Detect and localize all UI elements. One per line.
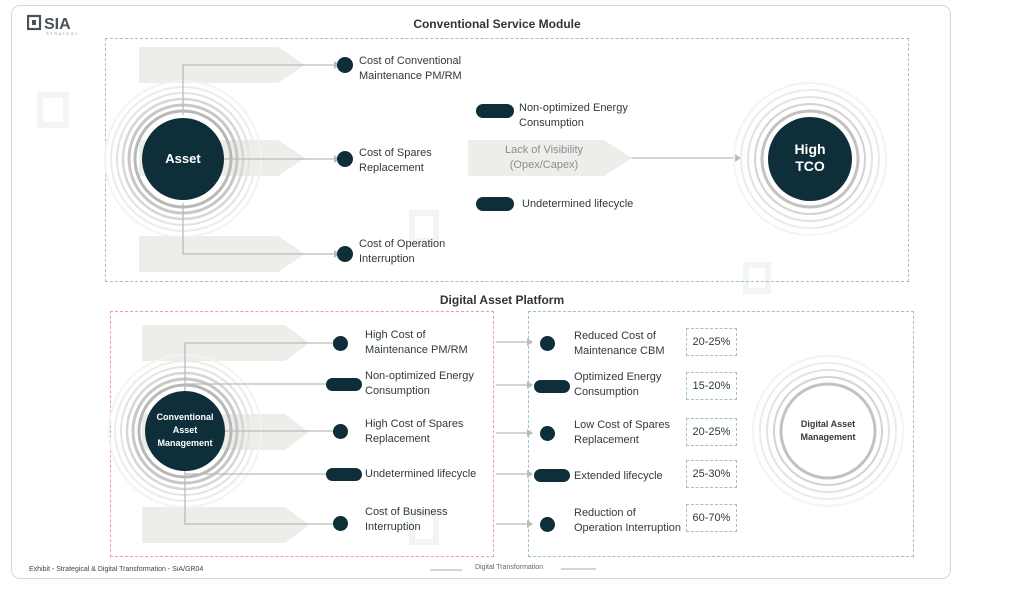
energy-pill xyxy=(476,104,514,118)
bottom-left-panel xyxy=(110,311,494,557)
percent-5: 60-70% xyxy=(686,504,737,532)
left-item-3-dot xyxy=(333,424,348,439)
right-item-5-dot xyxy=(540,517,555,532)
bottom-diagram-graphics xyxy=(108,325,904,571)
left-item-1-dot xyxy=(333,336,348,351)
right-item-2-label: Optimized Energy Consumption xyxy=(574,371,662,398)
lack-visibility-band xyxy=(468,140,632,176)
left-item-2-pill xyxy=(326,378,362,391)
top-item-3-dot xyxy=(337,246,353,262)
digital-transformation-label: Digital Transformation xyxy=(475,564,544,571)
exhibit-caption: Exhibit - Strategical & Digital Transfor… xyxy=(29,566,204,573)
right-item-1-dot xyxy=(540,336,555,351)
right-item-2-pill xyxy=(534,380,570,393)
left-item-2-label: Non-optimized Energy Consumption xyxy=(365,370,474,397)
asset-circle xyxy=(142,118,224,200)
cam-circle xyxy=(145,391,225,471)
right-item-4-label: Extended lifecycle xyxy=(574,470,663,482)
logo-brand: SIA xyxy=(44,16,71,33)
top-item-3-label: Cost of Operation Interruption xyxy=(359,238,446,265)
top-item-2-dot xyxy=(337,151,353,167)
left-item-4-label: Undetermined lifecycle xyxy=(365,468,477,480)
percent-2: 15-20% xyxy=(686,372,737,400)
left-item-3-label: High Cost of Spares Replacement xyxy=(365,418,464,445)
top-item-1-label: Cost of Conventional Maintenance PM/RM xyxy=(359,55,462,82)
right-item-3-dot xyxy=(540,426,555,441)
tco-rings xyxy=(733,82,887,236)
left-item-5-label: Cost of Business Interruption xyxy=(365,506,448,533)
top-diagram-graphics xyxy=(104,47,887,272)
percent-3: 20-25% xyxy=(686,418,737,446)
dam-circle xyxy=(784,387,872,475)
left-item-1-label: High Cost of Maintenance PM/RM xyxy=(365,329,468,356)
energy-label: Non-optimized Energy Consumption xyxy=(519,102,628,129)
bottom-band-3 xyxy=(142,507,309,543)
tco-circle xyxy=(768,117,852,201)
bottom-title: Digital Asset Platform xyxy=(439,293,565,307)
right-item-5-label: Reduction of Operation Interruption xyxy=(574,507,682,534)
top-item-1-dot xyxy=(337,57,353,73)
right-item-1-label: Reduced Cost of Maintenance CBM xyxy=(574,330,665,357)
lifecycle-label: Undetermined lifecycle xyxy=(522,198,634,210)
logo-sub: STRATEGY xyxy=(46,31,79,36)
percent-1: 20-25% xyxy=(686,328,737,356)
right-item-4-pill xyxy=(534,469,570,482)
top-item-2-label: Cost of Spares Replacement xyxy=(359,147,432,174)
sia-logo: SIA STRATEGY xyxy=(26,13,99,37)
left-item-5-dot xyxy=(333,516,348,531)
dam-label: Digital Asset Management xyxy=(800,419,856,442)
tco-label: High TCO xyxy=(794,141,826,174)
right-item-3-label: Low Cost of Spares Replacement xyxy=(574,419,670,446)
lack-visibility-label: Lack of Visibility (Opex/Capex) xyxy=(504,144,584,171)
cam-label: Conventional Asset Management xyxy=(156,412,214,448)
asset-label: Asset xyxy=(165,151,201,166)
dam-rings xyxy=(752,355,904,507)
top-title: Conventional Service Module xyxy=(413,17,581,31)
lifecycle-pill xyxy=(476,197,514,211)
percent-4: 25-30% xyxy=(686,460,737,488)
left-item-4-pill xyxy=(326,468,362,481)
